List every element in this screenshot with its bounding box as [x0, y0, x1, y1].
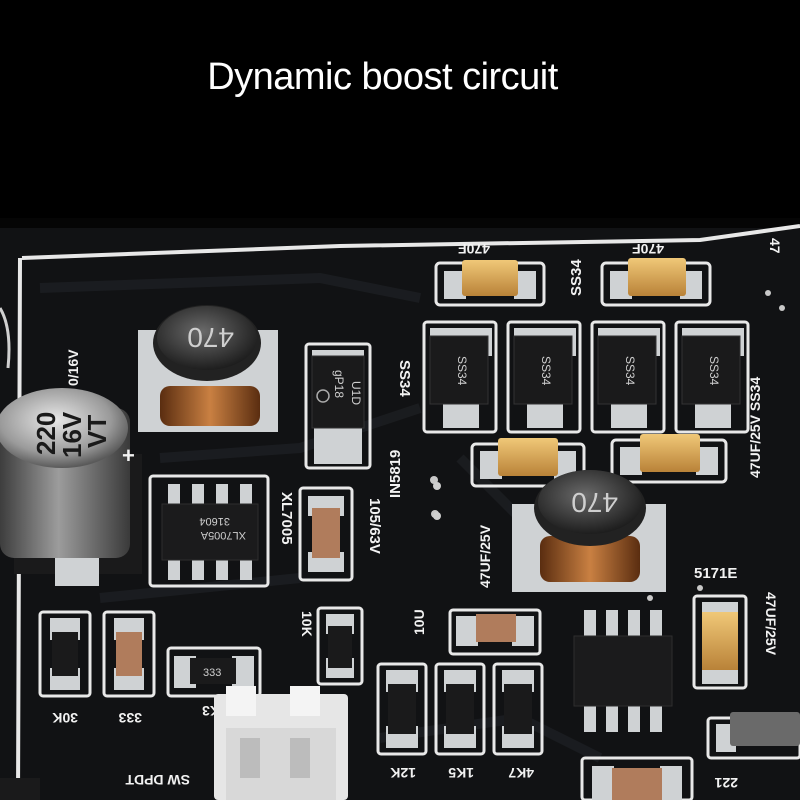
inductor-470-right: 470 [512, 470, 666, 592]
title-banner: Dynamic boost circuit [0, 0, 800, 218]
label-sw-dpdt: SW DPDT [125, 772, 190, 788]
label-ss34-mid: SS34 [396, 360, 413, 397]
ceramic-capacitor-105 [298, 486, 354, 582]
ss34-diode-3: SS34 [590, 320, 666, 434]
label-10u: 10U [411, 609, 427, 635]
ss34-diode-4: SS34 [674, 320, 750, 434]
tantalum-capacitor-top-left [434, 260, 546, 307]
label-4k7: 4K7 [508, 765, 534, 781]
ceramic-capacitor-bottom [580, 756, 694, 800]
label-in5819: IN5819 [387, 450, 404, 498]
resistor-333-mark: 333 [203, 667, 221, 679]
inductor-470-left-mark: 470 [187, 322, 234, 353]
label-xl7005: XL7005 [278, 492, 295, 545]
label-47uf-b: 47UF/25V [763, 592, 779, 656]
tantalum-capacitor-mid-left [470, 438, 586, 488]
ss34-diode-4-mark: SS34 [707, 356, 721, 386]
label-1k5: 1K5 [448, 765, 474, 781]
ic-8pin-right [573, 610, 673, 732]
label-ss34-top: SS34 [568, 259, 585, 296]
tantalum-capacitor-top-right [600, 258, 712, 307]
xl7005-mark: XL7005A [200, 529, 246, 541]
pcb-board: 470F SS34 470F 47 SS34 SS34 SS34 SS34 47… [0, 218, 800, 800]
label-221: 221 [714, 775, 738, 791]
white-connector [214, 686, 348, 800]
ss34-diode-2: SS34 [506, 320, 582, 434]
electrolytic-capacitor-220uf: 220 16V VT [0, 388, 142, 586]
resistor-12k [376, 662, 428, 756]
ss34-diode-1-mark: SS34 [455, 356, 469, 386]
plus-sign: + [122, 443, 135, 468]
cap-220-value: 220 [31, 412, 61, 455]
in5819-mark-2: U1D [349, 381, 363, 405]
inductor-470-right-mark: 470 [571, 487, 618, 518]
label-5171e: 5171E [694, 565, 737, 582]
label-333-silk: 333 [118, 710, 142, 726]
in5819-mark-1: gP18 [332, 370, 346, 398]
resistor-1k5 [434, 662, 486, 756]
pcb-photo: 470F SS34 470F 47 SS34 SS34 SS34 SS34 47… [0, 218, 800, 800]
cap-220-voltage: 16V [57, 411, 87, 458]
resistor-221 [706, 712, 800, 760]
label-12k: 12K [390, 765, 416, 781]
in5819-diode: gP18 U1D [304, 342, 372, 470]
label-edge-47: 47 [767, 238, 783, 254]
capacitor-333 [102, 610, 156, 698]
label-top-47a: 470F [458, 241, 490, 257]
label-top-47b: 470F [632, 241, 664, 257]
page-title: Dynamic boost circuit [207, 56, 558, 98]
resistor-10k [316, 606, 364, 686]
xl7005-code: 31604 [199, 515, 230, 527]
resistor-4k7 [492, 662, 544, 756]
xl7005-chip: XL7005A 31604 [148, 474, 270, 588]
label-47uf-right: 47UF/25V SS34 [747, 377, 763, 478]
tantalum-capacitor-bottom-right [692, 594, 748, 690]
tantalum-capacitor-mid-right [610, 434, 728, 484]
label-cap-side: 0/16V [65, 349, 81, 386]
resistor-30k [38, 610, 92, 698]
label-30k: 30K [52, 710, 78, 726]
label-47uf-a: 47UF/25V [477, 524, 493, 588]
label-10k: 10K [299, 611, 315, 637]
capacitor-10u [448, 608, 542, 656]
ss34-diode-1: SS34 [422, 320, 498, 434]
label-105-63v: 105/63V [366, 498, 383, 554]
ss34-diode-2-mark: SS34 [539, 356, 553, 386]
ss34-diode-3-mark: SS34 [623, 356, 637, 386]
resistor-333: 333 [166, 646, 262, 698]
inductor-470-left: 470 [138, 305, 278, 432]
cap-220-series: VT [82, 415, 112, 448]
